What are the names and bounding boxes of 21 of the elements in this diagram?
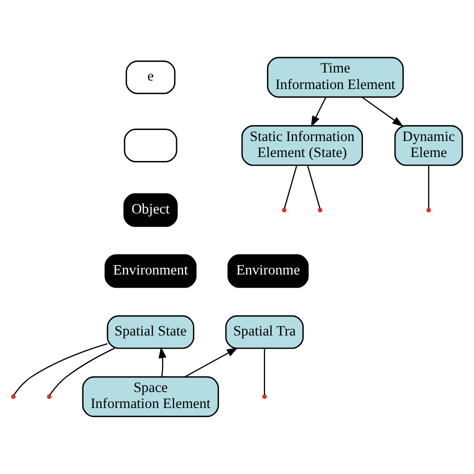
connector	[428, 165, 430, 208]
node-box: e	[126, 60, 176, 94]
node-box: Spatial State	[106, 315, 194, 349]
arrow	[362, 96, 404, 127]
arrow	[310, 96, 326, 128]
node-box: Environment	[104, 254, 197, 288]
node-box: Spatial Tra	[225, 315, 304, 349]
node-box: Space Information Element	[82, 376, 219, 418]
connector	[264, 348, 266, 396]
connector	[49, 348, 115, 396]
node-box: Environme	[228, 254, 309, 288]
node-box: Time Information Element	[266, 56, 404, 98]
connector	[13, 343, 108, 396]
connector	[307, 165, 320, 208]
arrow	[184, 348, 238, 378]
connector	[284, 165, 298, 208]
node-box: Static Information Element (State)	[241, 125, 363, 166]
node-box: Dynamic Eleme	[394, 125, 463, 166]
node-box	[124, 128, 178, 162]
arrow	[158, 346, 166, 377]
node-box: Object	[123, 193, 178, 227]
